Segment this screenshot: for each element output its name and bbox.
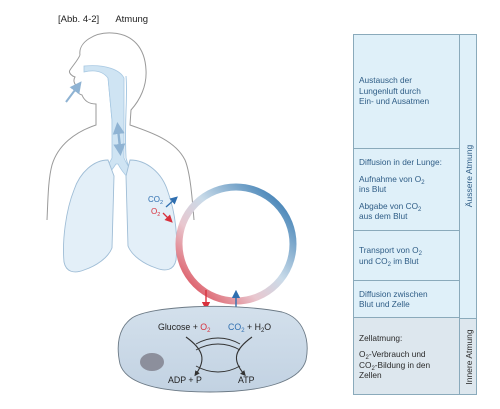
stage-blood-transport-line: Transport von O2: [359, 245, 422, 257]
tab-outer-respiration-label: Äussere Atmung: [463, 144, 474, 208]
respiration-stages-panel: Austausch der Lungenluft durch Ein- und …: [353, 34, 477, 395]
cell-glucose-o2: Glucose + O2: [158, 322, 211, 334]
stage-lung-diffusion-heading: Diffusion in der Lunge:: [359, 157, 442, 168]
body-cell: Glucose + O2 CO2 + H2O ADP + P ATP: [117, 305, 308, 393]
lungs: [63, 159, 178, 273]
respiration-illustration: CO2 O2 Glucose + O2 CO2 + H2O ADP + P AT…: [46, 32, 308, 393]
figure-title: Atmung: [115, 14, 149, 25]
lung-o2-label: O2: [151, 207, 160, 218]
stage-ventilation-line: Ein- und Ausatmen: [359, 96, 430, 107]
stage-lung-diffusion-line: aus dem Blut: [359, 211, 408, 222]
stage-cell-respiration-line: Zellen: [359, 370, 382, 380]
stage-cell-respiration-heading: Zellatmung:: [359, 332, 403, 343]
stage-tissue-diffusion-line: Blut und Zelle: [359, 299, 410, 309]
cell-nucleus: [140, 353, 164, 371]
circulation-ring: [175, 183, 297, 305]
stage-tissue-diffusion: Diffusion zwischen Blut und Zelle: [353, 281, 459, 318]
stage-blood-transport: Transport von O2 und CO2 im Blut: [353, 231, 459, 281]
stage-ventilation: Austausch der Lungenluft durch Ein- und …: [353, 34, 459, 149]
stage-lung-diffusion-line: ins Blut: [359, 184, 387, 195]
cell-co2-h2o: CO2 + H2O: [228, 322, 271, 334]
lung-gas-labels: CO2 O2: [148, 195, 178, 223]
stage-cell-respiration: Zellatmung: O2-Verbrauch und CO2-Bildung…: [353, 318, 459, 395]
stage-ventilation-line: Austausch der: [359, 75, 413, 86]
stage-lung-diffusion: Diffusion in der Lunge: Aufnahme von O2 …: [353, 149, 459, 231]
figure-caption: [Abb. 4-2] Atmung: [58, 14, 148, 25]
stage-lung-diffusion-line: Abgabe von CO2: [359, 200, 422, 213]
cell-atp-label: ATP: [238, 375, 255, 385]
lung-co2-label: CO2: [148, 195, 163, 206]
stage-blood-transport-line: und CO2 im Blut: [359, 255, 419, 268]
tab-outer-respiration: Äussere Atmung: [459, 34, 477, 318]
stage-tissue-diffusion-line: Diffusion zwischen: [359, 288, 428, 299]
figure-number: [Abb. 4-2]: [58, 14, 100, 25]
stage-cell-respiration-line: O2-Verbrauch und: [359, 349, 426, 361]
stage-ventilation-line: Lungenluft durch: [359, 85, 421, 96]
cell-adp-label: ADP + P: [168, 375, 202, 385]
tab-inner-respiration: Innere Atmung: [459, 318, 477, 395]
stage-cell-respiration-line: CO2-Bildung in den: [359, 359, 431, 372]
tab-inner-respiration-label: Innere Atmung: [463, 329, 474, 385]
stage-lung-diffusion-line: Aufnahme von O2: [359, 173, 425, 186]
